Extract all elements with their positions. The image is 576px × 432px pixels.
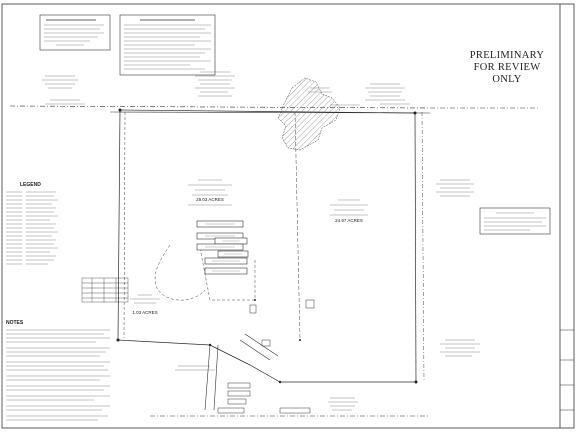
road-frontage-line <box>9 105 540 114</box>
zoning-box <box>119 14 216 76</box>
preliminary-stamp: PRELIMINARY FOR REVIEW ONLY <box>458 50 556 86</box>
bottom-feature-boxes <box>217 382 311 414</box>
notes-block: NOTES <box>6 320 110 421</box>
building-footprints <box>196 220 249 275</box>
tract-curve <box>154 244 206 301</box>
right-easement-line <box>421 111 425 383</box>
monument-markers <box>116 108 418 384</box>
building-labels <box>205 223 242 272</box>
survey-box <box>39 14 111 51</box>
parcel-ii-area: 29.03 ACRES <box>196 197 224 202</box>
left-easement-line <box>123 111 126 339</box>
legend-title: LEGEND <box>20 182 41 188</box>
adjoiner-labels <box>42 71 480 411</box>
tract-label <box>130 294 160 304</box>
curve-table <box>81 277 129 303</box>
parcel-i-area: 24.97 ACRES <box>335 218 363 223</box>
notes-title: NOTES <box>6 320 24 326</box>
parcel-i-label <box>330 199 368 216</box>
tract-area: 1.03 ACRES <box>132 310 157 315</box>
wooded-area <box>277 77 341 151</box>
title-block <box>560 329 574 411</box>
parcel-boundary <box>117 109 417 383</box>
access-drive <box>204 333 279 411</box>
stamp-line-1: PRELIMINARY <box>469 50 545 61</box>
sheet-border <box>1 3 575 429</box>
utility-structures <box>249 299 315 347</box>
parcel-ii-label <box>188 179 232 206</box>
right-note-box <box>479 207 551 235</box>
interior-division-line <box>294 111 301 341</box>
stamp-line-2: FOR REVIEW ONLY <box>473 62 541 85</box>
legend: LEGEND <box>6 182 58 265</box>
